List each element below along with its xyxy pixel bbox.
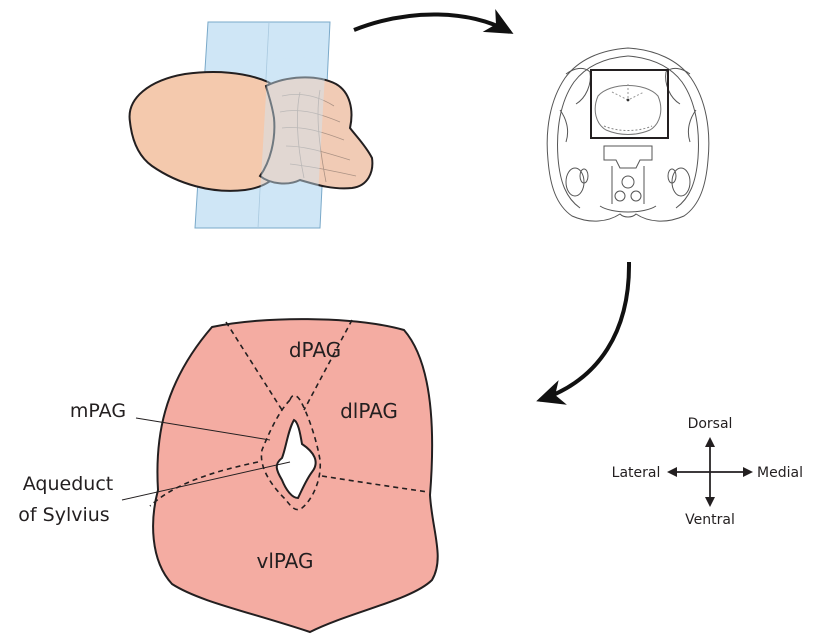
aqueduct-label-line1: Aqueduct: [23, 473, 113, 495]
vlpag-label: vlPAG: [256, 549, 313, 573]
pag-section: [122, 319, 438, 632]
dlpag-label: dlPAG: [340, 399, 398, 423]
dorsal-label: Dorsal: [688, 416, 733, 432]
ventral-label: Ventral: [685, 512, 735, 528]
arrow-to-pag: [540, 262, 629, 400]
dpag-label: dPAG: [289, 338, 341, 362]
coronal-section: [547, 48, 709, 221]
aqueduct-label-line2: of Sylvius: [18, 504, 109, 526]
arrow-to-section: [354, 14, 510, 32]
lateral-label: Lateral: [612, 465, 661, 481]
mpag-label: mPAG: [70, 400, 126, 422]
orientation-compass: [672, 442, 748, 502]
medial-label: Medial: [757, 465, 803, 481]
brain-illustration: [130, 22, 373, 228]
